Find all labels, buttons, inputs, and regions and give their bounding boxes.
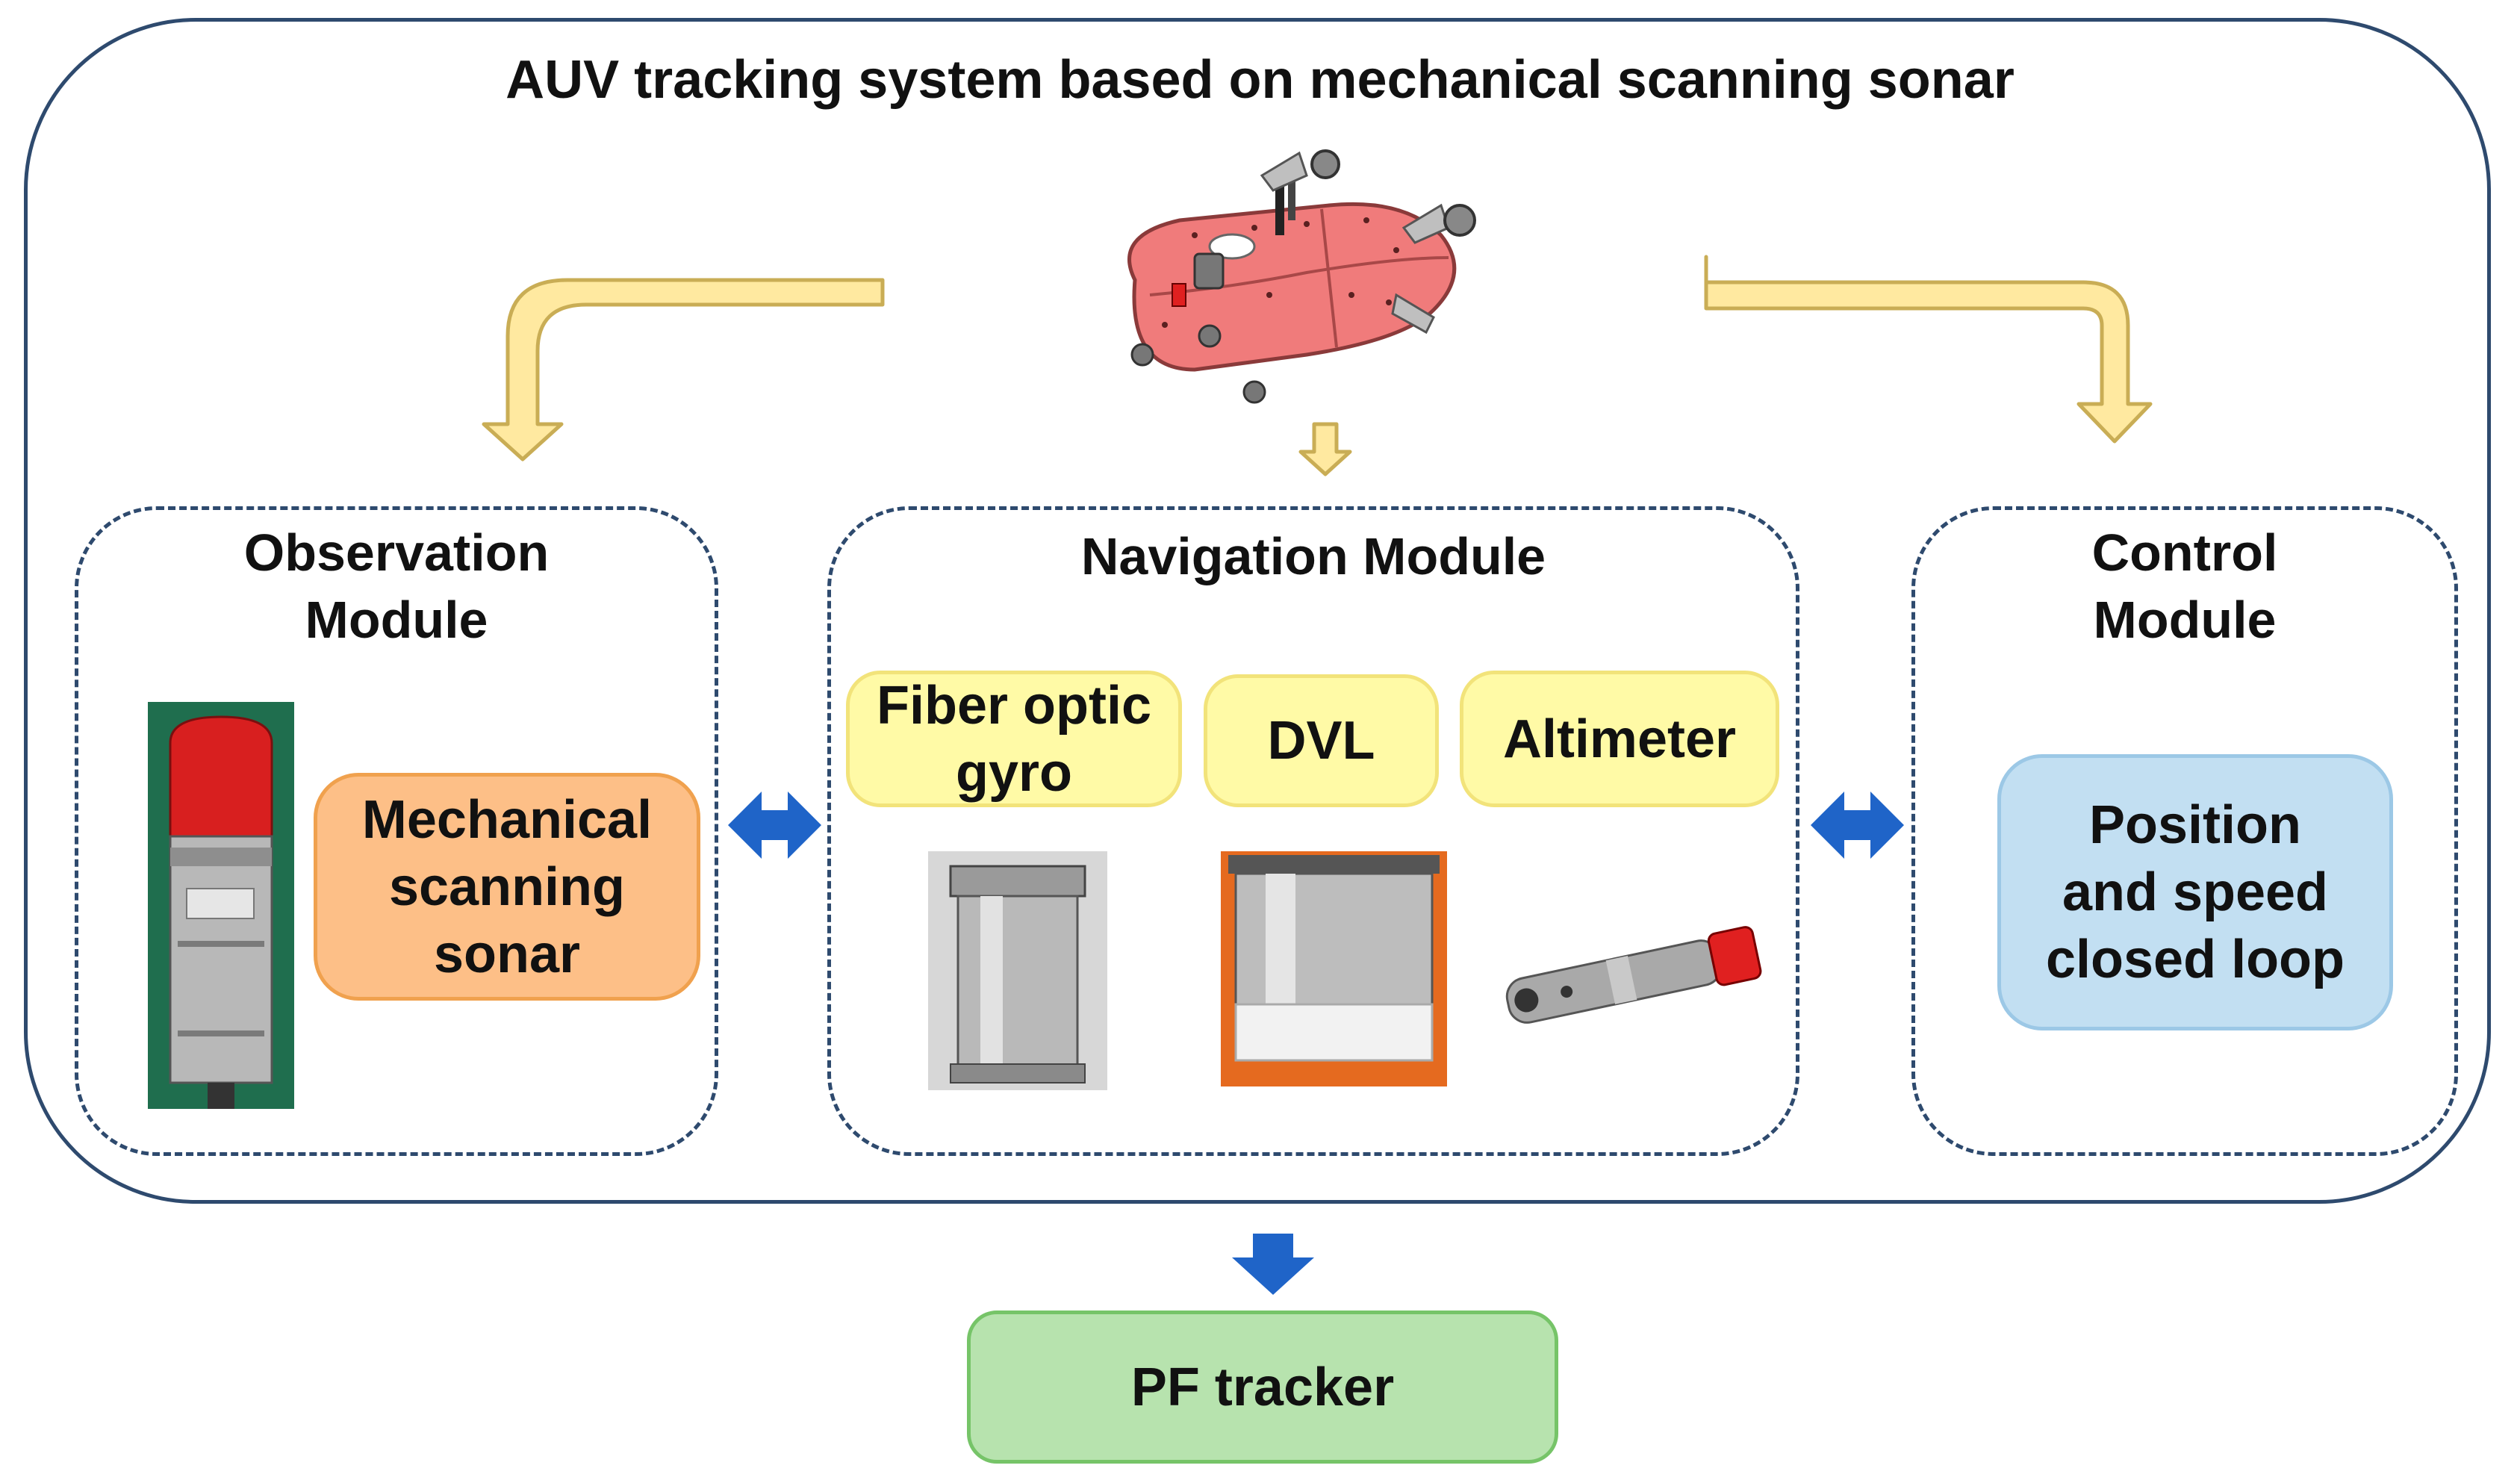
dvl-chip: DVL (1204, 674, 1439, 807)
position-speed-closed-loop-box: Position and speed closed loop (1997, 754, 2393, 1030)
navigation-module (827, 506, 1799, 1156)
control-module-title: Control Module (2091, 523, 2278, 649)
gyro-device-image (928, 851, 1107, 1090)
output-down-arrow (1232, 1234, 1314, 1295)
navigation-module-title: Navigation Module (1080, 527, 1546, 585)
system-frame (24, 18, 2491, 1204)
system-title: AUV tracking system based on mechanical … (505, 50, 2015, 110)
auv-image (1127, 149, 1476, 404)
altimeter-chip: Altimeter (1460, 671, 1779, 807)
dvl-device-image (1221, 851, 1447, 1086)
observation-navigation-link-arrow (728, 792, 821, 859)
pf-tracker-box: PF tracker (967, 1311, 1558, 1464)
navigation-control-link-arrow (1811, 792, 1904, 859)
fiber-optic-gyro-chip: Fiber optic gyro (846, 671, 1182, 807)
observation-module (75, 506, 718, 1156)
control-module (1911, 506, 2458, 1156)
mechanical-scanning-sonar-box: Mechanical scanning sonar (314, 773, 700, 1001)
observation-module-title: Observation Module (243, 523, 550, 649)
altimeter-device-image (1505, 926, 1762, 1024)
sonar-device-image (148, 702, 294, 1109)
